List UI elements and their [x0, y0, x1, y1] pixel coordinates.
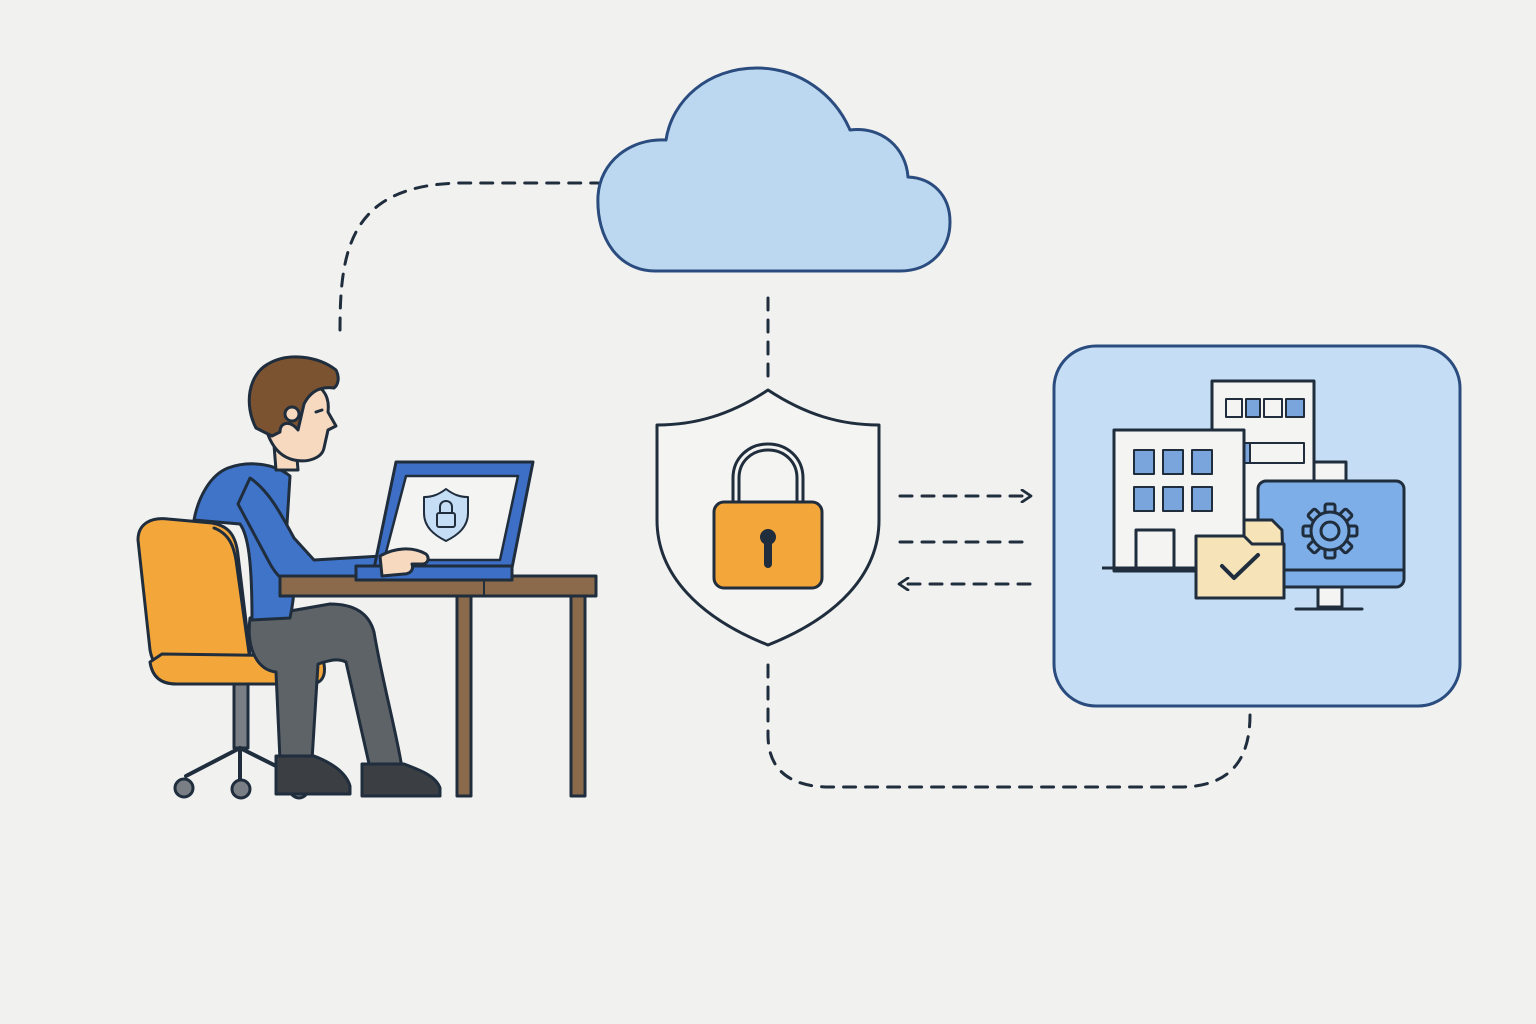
- folder-check-icon: [1194, 518, 1286, 600]
- cloud-icon: [596, 66, 952, 273]
- gear-icon: [1301, 502, 1359, 560]
- person-fingers: [378, 547, 430, 578]
- person-hair: [247, 355, 340, 438]
- monitor-gear-icon: [1256, 479, 1406, 611]
- enterprise-panel: [1052, 344, 1462, 708]
- shield-lock-icon: [655, 388, 881, 647]
- laptop-shield-badge-icon: [423, 488, 469, 542]
- checkmark-icon: [1220, 553, 1260, 580]
- keyhole-icon: [760, 529, 776, 545]
- connector-user-to-cloud: [338, 181, 600, 332]
- person-legs: [247, 602, 404, 770]
- person-ear: [283, 405, 301, 423]
- left-shoe: [274, 754, 352, 796]
- desk: [278, 574, 598, 798]
- right-shoe: [360, 762, 442, 798]
- connector-shield-to-panel-bottom: [766, 663, 1252, 789]
- building-door: [1134, 528, 1176, 573]
- connector-lines: [338, 181, 1252, 789]
- padlock-icon: [712, 442, 824, 590]
